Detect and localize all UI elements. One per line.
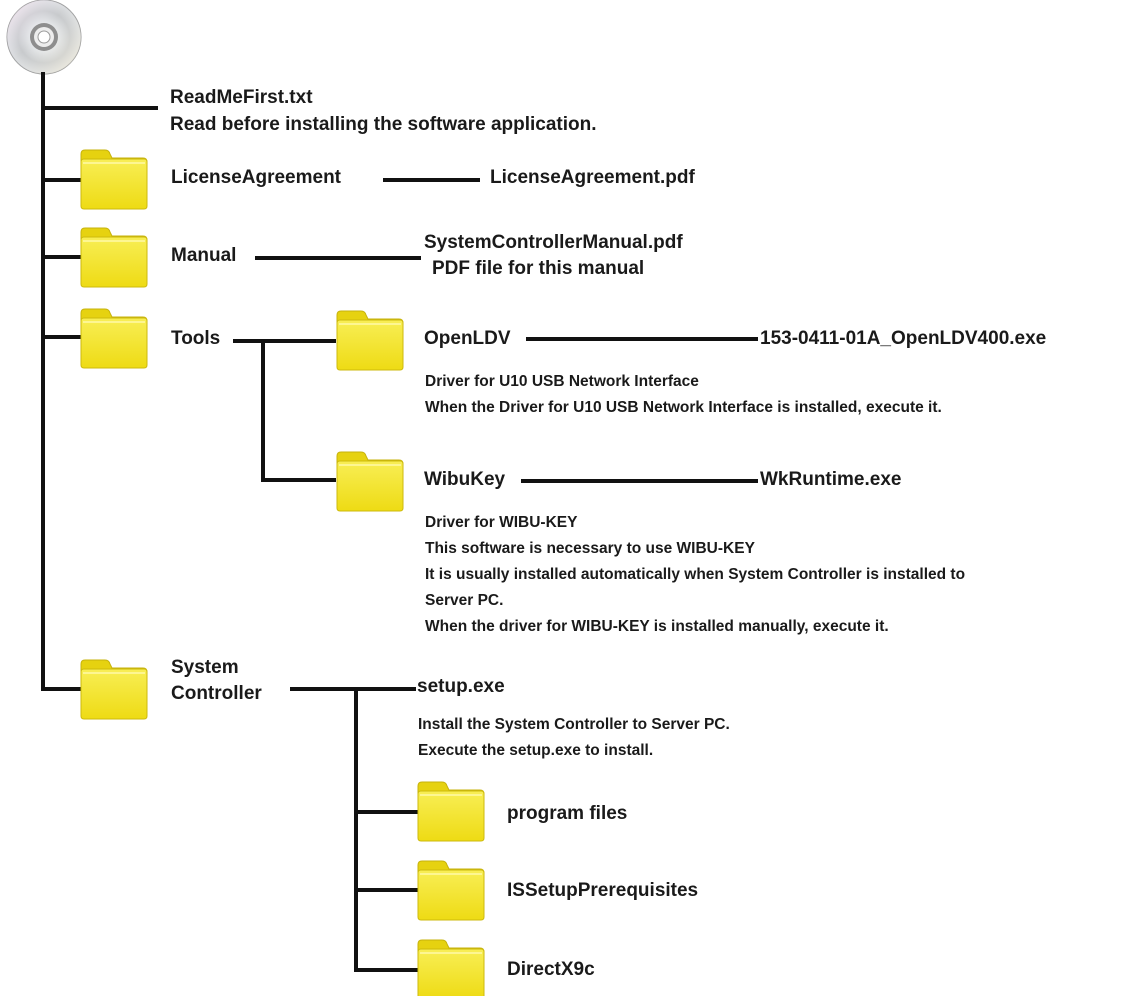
branch-directx <box>354 968 418 972</box>
manual-folder-label: Manual <box>171 245 237 266</box>
subfolder-label-issetupprerequisites: ISSetupPrerequisites <box>507 880 699 901</box>
sc-trunk-line-main <box>354 687 358 972</box>
setup-desc-line-1: Install the System Controller to Server … <box>418 716 730 733</box>
wibukey-desc-line-3: It is usually installed automatically wh… <box>425 566 966 583</box>
connector-manual-file <box>255 256 421 260</box>
openldv-desc-line-2: When the Driver for U10 USB Network Inte… <box>425 399 942 416</box>
readme-description: Read before installing the software appl… <box>170 114 597 135</box>
folder-icon <box>80 659 148 720</box>
folder-icon <box>336 451 404 512</box>
connector-license-file <box>383 178 480 182</box>
folder-icon <box>80 308 148 369</box>
license-file-label: LicenseAgreement.pdf <box>490 167 695 188</box>
branch-program-files <box>354 810 418 814</box>
manual-file-description: PDF file for this manual <box>432 258 645 279</box>
connector-tools <box>233 339 336 343</box>
wibukey-file-label: WkRuntime.exe <box>760 469 902 490</box>
folder-icon <box>80 149 148 210</box>
connector-openldv-file <box>526 337 758 341</box>
root-trunk-line <box>41 72 45 691</box>
folder-icon <box>417 781 485 842</box>
folder-icon <box>336 310 404 371</box>
subfolder-label-directx9c: DirectX9c <box>507 959 595 980</box>
folder-icon <box>417 939 485 996</box>
wibukey-desc-line-2: This software is necessary to use WIBU-K… <box>425 540 755 557</box>
branch-issetup <box>354 888 418 892</box>
subfolder-label-program-files: program files <box>507 803 628 824</box>
tools-trunk-line <box>261 339 265 482</box>
readme-file-label: ReadMeFirst.txt <box>170 87 313 108</box>
folder-icon <box>80 227 148 288</box>
manual-file-label: SystemControllerManual.pdf <box>424 232 683 253</box>
branch-system-controller <box>41 687 81 691</box>
branch-readme <box>41 106 158 110</box>
system-controller-folder-label-line-1: System <box>171 657 239 678</box>
openldv-folder-label: OpenLDV <box>424 328 511 349</box>
setup-desc-line-2: Execute the setup.exe to install. <box>418 742 654 759</box>
system-controller-folder-label-line-2: Controller <box>171 683 262 704</box>
connector-wibukey-file <box>521 479 758 483</box>
openldv-file-label: 153-0411-01A_OpenLDV400.exe <box>760 328 1047 349</box>
connector-system-controller <box>290 687 416 691</box>
tools-folder-label: Tools <box>171 328 221 349</box>
branch-wibukey <box>261 478 336 482</box>
setup-file-label: setup.exe <box>417 676 505 697</box>
wibukey-desc-line-1: Driver for WIBU-KEY <box>425 514 578 531</box>
license-folder-label: LicenseAgreement <box>171 167 342 188</box>
branch-tools <box>41 335 81 339</box>
cd-disc-icon <box>6 0 82 75</box>
openldv-desc-line-1: Driver for U10 USB Network Interface <box>425 373 699 390</box>
branch-license <box>41 178 81 182</box>
wibukey-folder-label: WibuKey <box>424 469 506 490</box>
branch-manual <box>41 255 81 259</box>
wibukey-desc-line-5: When the driver for WIBU-KEY is installe… <box>425 618 889 635</box>
wibukey-desc-line-4: Server PC. <box>425 592 504 609</box>
folder-icon <box>417 860 485 921</box>
